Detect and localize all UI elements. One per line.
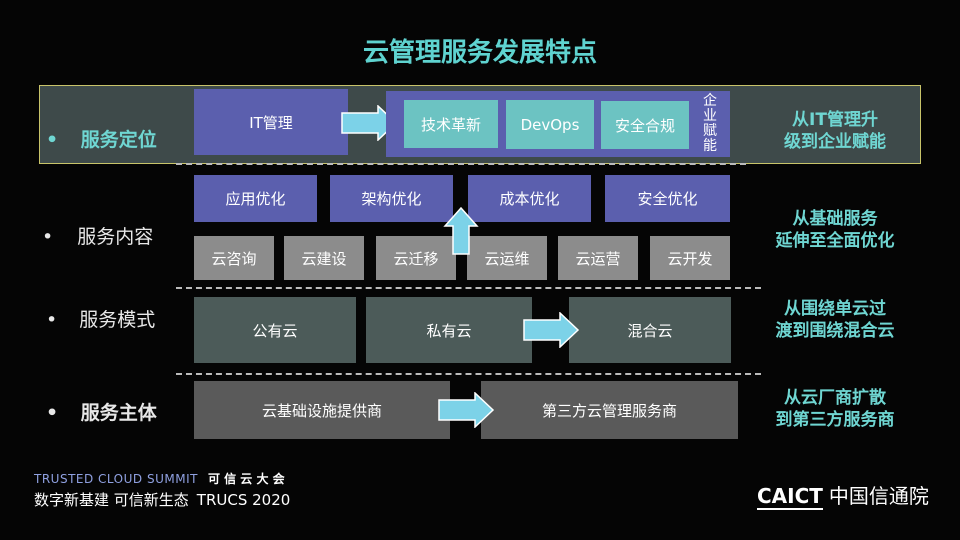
mode-item: 公有云 [194,297,356,363]
footer-summit: TRUSTED CLOUD SUMMIT 可 信 云 大 会 [34,470,285,487]
logo-cn: 中国信通院 [828,484,929,508]
summary-content: 从基础服务延伸至全面优化 [745,208,925,252]
cloud-service-item: 云咨询 [194,236,274,280]
optimization-item: 安全优化 [605,175,730,222]
positioning-item: 安全合规 [601,101,689,149]
summary-mode: 从围绕单云过渡到围绕混合云 [745,298,925,342]
trucs-2020: TRUCS 2020 [196,491,291,509]
divider-line [176,163,746,165]
row-label-text: 服务定位 [80,129,157,151]
logo-en: CAICT [757,484,823,510]
slogan: 数字新基建 可信新生态 [34,491,189,509]
divider-line [176,287,761,289]
cloud-service-item: 云建设 [284,236,364,280]
slide-title: 云管理服务发展特点 [362,38,597,68]
summit-en: TRUSTED CLOUD SUMMIT [34,472,198,486]
positioning-item: DevOps [506,100,594,149]
optimization-item: 应用优化 [194,175,317,222]
summary-subject: 从云厂商扩散到第三方服务商 [745,387,925,431]
row-label-mode: • 服务模式 [46,309,156,331]
divider-line [176,373,761,375]
summit-cn: 可 信 云 大 会 [207,472,285,486]
summary-line: 从云厂商扩散 [784,388,886,408]
right-arrow-icon [438,392,495,428]
optimization-item: 成本优化 [468,175,591,222]
footer-slogan: 数字新基建 可信新生态 TRUCS 2020 [34,489,290,510]
summary-line: 延伸至全面优化 [775,231,895,251]
row-label-text: 服务模式 [79,309,156,331]
cloud-service-item: 云运维 [467,236,547,280]
it-management-box: IT管理 [194,89,348,155]
cloud-service-item: 云开发 [650,236,730,280]
row-label-positioning: • 服务定位 [46,129,157,151]
summary-line: 从IT管理升 [792,110,878,130]
row-label-subject: • 服务主体 [46,402,157,424]
subject-item: 第三方云管理服务商 [481,381,738,439]
summary-line: 渡到围绕混合云 [775,321,895,341]
summary-positioning: 从IT管理升级到企业赋能 [745,109,925,153]
subject-item: 云基础设施提供商 [194,381,450,439]
positioning-item: 技术革新 [404,100,498,148]
mode-item: 私有云 [366,297,532,363]
summary-line: 级到企业赋能 [784,132,886,152]
enterprise-empowerment-label: 企业赋能 [703,93,717,154]
summary-line: 从围绕单云过 [784,299,886,319]
cloud-service-item: 云迁移 [376,236,456,280]
row-label-text: 服务内容 [77,226,154,248]
right-arrow-icon [523,312,580,348]
summary-line: 到第三方服务商 [775,410,895,430]
up-arrow-icon [443,206,479,255]
mode-item: 混合云 [569,297,731,363]
row-label-content: • 服务内容 [42,226,154,248]
optimization-item: 架构优化 [330,175,453,222]
cloud-service-item: 云运营 [558,236,638,280]
summary-line: 从基础服务 [792,209,878,229]
row-label-text: 服务主体 [80,402,157,424]
